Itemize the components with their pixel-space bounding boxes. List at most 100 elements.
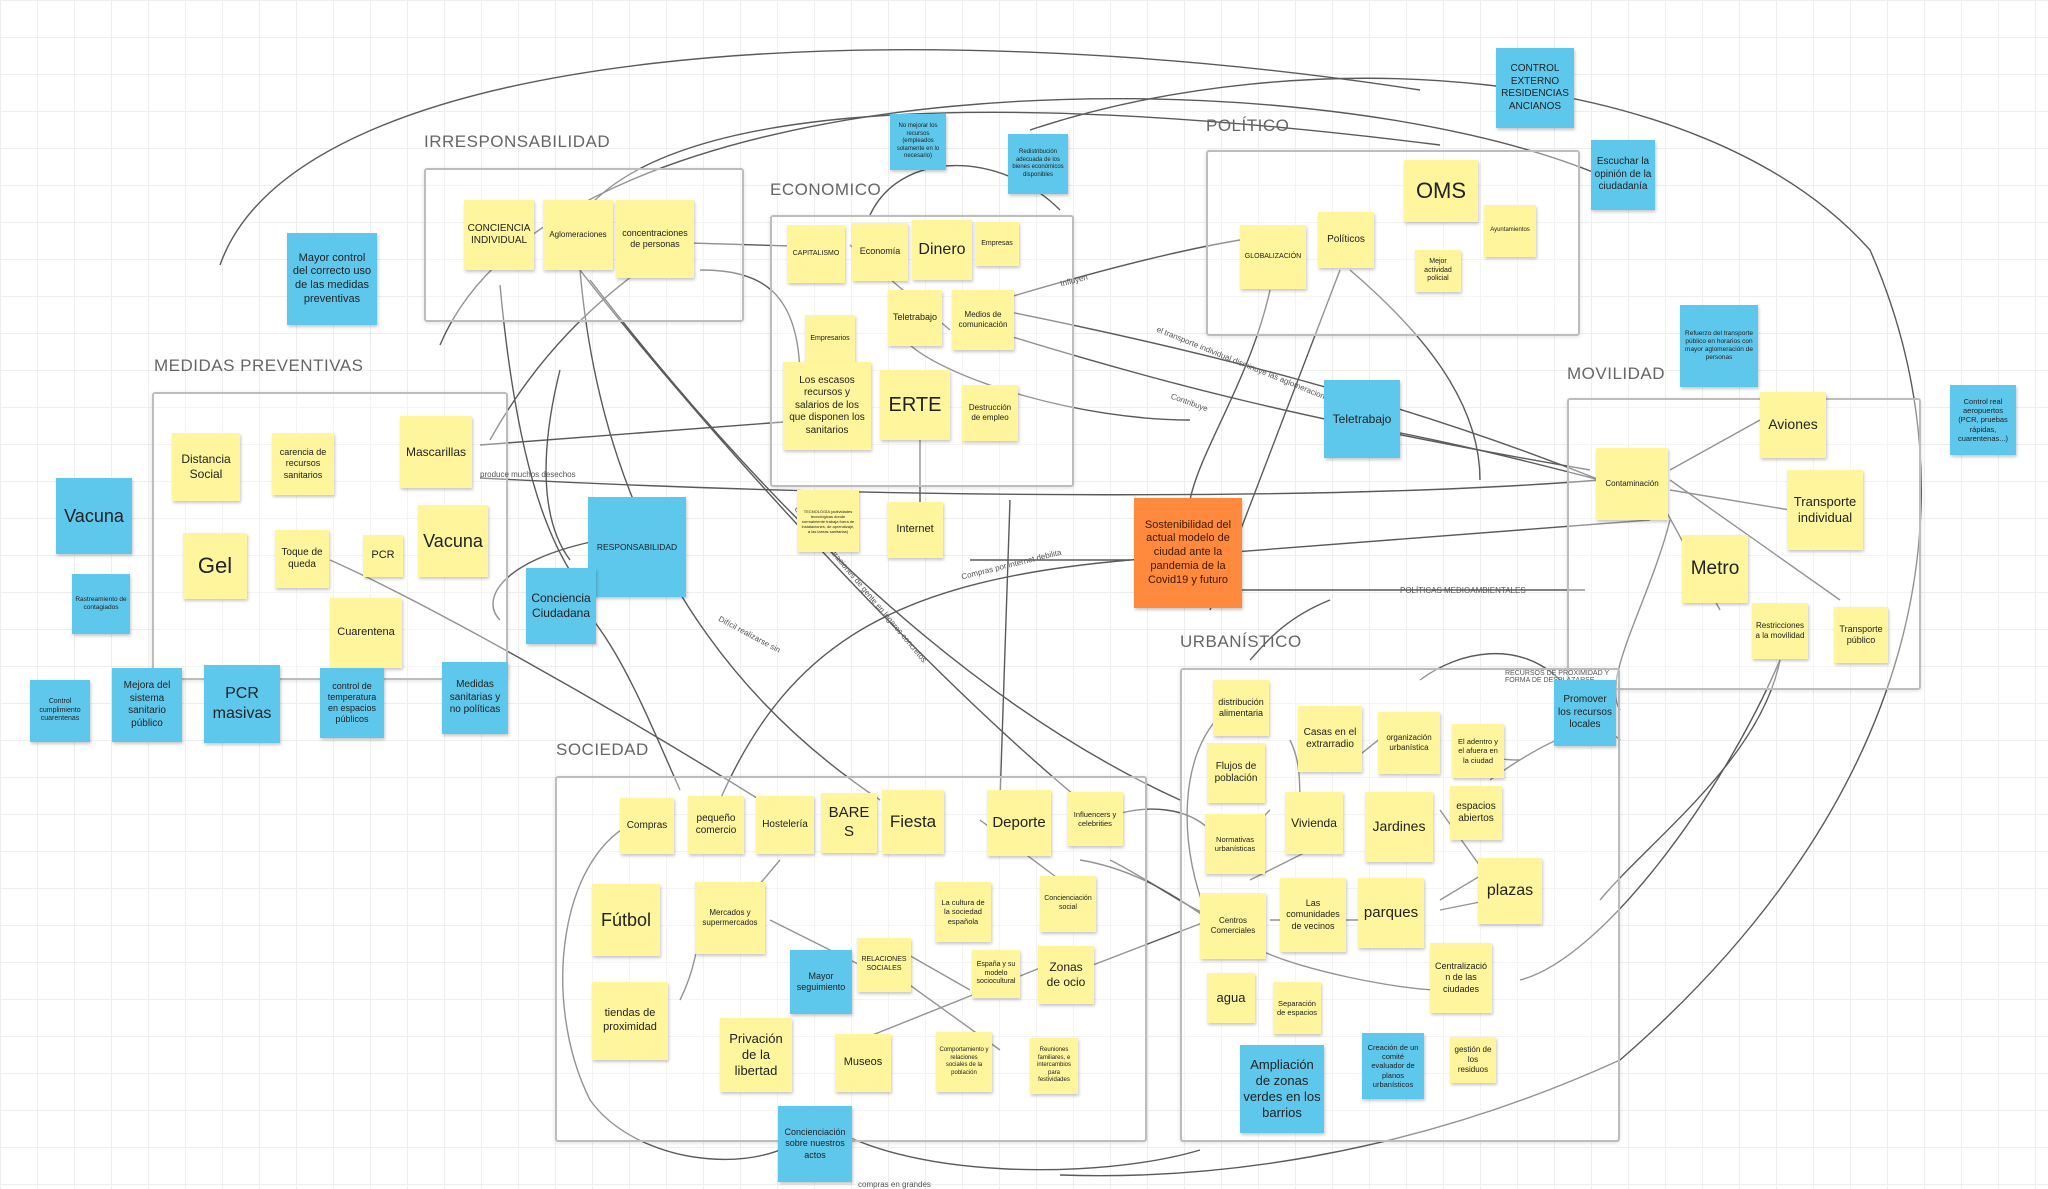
note-espana-modelo[interactable]: España y su modelo sociocultural (972, 950, 1020, 998)
note-futbol[interactable]: Fútbol (592, 884, 660, 956)
note-cuarentena[interactable]: Cuarentena (330, 598, 402, 668)
note-mejora-sistema[interactable]: Mejora del sistema sanitario público (112, 668, 182, 742)
note-carencia-recursos[interactable]: carencia de recursos sanitarios (272, 433, 334, 495)
note-pequeno-comercio[interactable]: pequeño comercio (688, 796, 744, 854)
note-influencers[interactable]: Influencers y celebrities (1067, 792, 1123, 846)
note-ampliacion-zonas-verdes[interactable]: Ampliación de zonas verdes en los barrio… (1240, 1045, 1324, 1133)
note-reuniones-familiares[interactable]: Reuniones familiares, e intercambios par… (1030, 1038, 1078, 1094)
note-casas-extrarradio[interactable]: Casas en el extrarradio (1298, 706, 1362, 772)
note-deporte[interactable]: Deporte (987, 790, 1051, 856)
note-fiesta[interactable]: Fiesta (882, 790, 944, 854)
note-medios-comunicacion[interactable]: Medios de comunicación (952, 290, 1014, 350)
note-relaciones-sociales[interactable]: RELACIONES SOCIALES (857, 938, 911, 992)
note-hosteleria[interactable]: Hostelería (756, 796, 814, 854)
note-control-temperatura[interactable]: control de temperatura en espacios públi… (320, 668, 384, 738)
note-sostenibilidad[interactable]: Sostenibilidad del actual modelo de ciud… (1134, 498, 1242, 608)
note-destruccion-empleo[interactable]: Destrucción de empleo (962, 385, 1018, 441)
note-museos[interactable]: Museos (835, 1034, 891, 1092)
note-refuerzo-transporte[interactable]: Refuerzo del transporte público en horar… (1680, 305, 1758, 387)
label-recursos-proximidad: RECURSOS DE PROXIMIDAD Y FORMA DE DESPLA… (1505, 670, 1609, 684)
frame-title-urbanistico: URBANÍSTICO (1180, 632, 1302, 651)
note-medidas-sanitarias[interactable]: Medidas sanitarias y no políticas (442, 662, 508, 734)
frame-title-irresponsabilidad: IRRESPONSABILIDAD (424, 132, 611, 151)
note-ayuntamientos[interactable]: Ayuntamientos (1484, 205, 1536, 257)
note-gestion-residuos[interactable]: gestión de los residuos (1450, 1037, 1496, 1083)
note-agua[interactable]: agua (1207, 973, 1255, 1023)
note-concentraciones-personas[interactable]: concentraciones de personas (616, 200, 694, 278)
note-dinero[interactable]: Dinero (912, 220, 972, 280)
note-oms[interactable]: OMS (1404, 160, 1478, 222)
note-conciencia-individual[interactable]: CONCIENCIA INDIVIDUAL (464, 200, 534, 270)
note-mayor-seguimiento[interactable]: Mayor seguimiento (790, 950, 852, 1014)
note-rastreamiento[interactable]: Rastreamiento de contagiados (72, 574, 130, 634)
note-mercados[interactable]: Mercados y supermercados (695, 882, 765, 954)
note-espacios-abiertos[interactable]: espacios abiertos (1450, 786, 1502, 840)
note-concienciacion-actos[interactable]: Concienciación sobre nuestros actos (778, 1106, 852, 1182)
note-compras[interactable]: Compras (620, 798, 674, 854)
note-teletrabajo-eco[interactable]: Teletrabajo (888, 290, 942, 346)
note-bares[interactable]: BARES (821, 793, 877, 853)
note-comportamiento[interactable]: Comportamiento y relaciones sociales de … (936, 1032, 992, 1092)
note-pcr-masivas[interactable]: PCR masivas (204, 665, 280, 743)
note-gel[interactable]: Gel (183, 533, 247, 599)
note-normativas-urbanisticas[interactable]: Normativas urbanísticas (1205, 814, 1265, 874)
note-flujos-poblacion[interactable]: Flujos de población (1207, 743, 1265, 803)
note-parques[interactable]: parques (1358, 878, 1424, 948)
note-conciencia-ciudadana[interactable]: Conciencia Ciudadana (526, 568, 596, 644)
note-vacuna-medidas[interactable]: Vacuna (418, 505, 488, 577)
note-separacion-espacios[interactable]: Separación de espacios (1273, 982, 1321, 1034)
note-metro[interactable]: Metro (1682, 535, 1748, 603)
note-mayor-control-medidas[interactable]: Mayor control del correcto uso de las me… (287, 233, 377, 325)
note-control-residencias[interactable]: CONTROL EXTERNO RESIDENCIAS ANCIANOS (1496, 48, 1574, 128)
note-escasos-recursos[interactable]: Los escasos recursos y salarios de los q… (783, 362, 871, 450)
note-vacuna-ext[interactable]: Vacuna (56, 478, 132, 554)
note-politicos[interactable]: Políticos (1318, 212, 1374, 268)
note-control-aeropuertos[interactable]: Control real aeropuertos (PCR, pruebas r… (1950, 385, 2016, 455)
note-toque-queda[interactable]: Toque de queda (275, 530, 329, 588)
note-cultura-sociedad[interactable]: La cultura de la sociedad española (935, 882, 991, 942)
frame-title-politico: POLÍTICO (1206, 116, 1290, 135)
note-tecnologia[interactable]: TECNOLOGÍA (actividades tecnológicas don… (797, 490, 859, 552)
note-transporte-publico[interactable]: Transporte público (1834, 607, 1888, 663)
note-erte[interactable]: ERTE (880, 370, 950, 440)
note-escuchar-ciudadania[interactable]: Escuchar la opinión de la ciudadanía (1591, 140, 1655, 210)
note-centros-comerciales[interactable]: Centros Comerciales (1200, 893, 1266, 959)
note-concienciacion-social[interactable]: Concienciación social (1040, 876, 1096, 932)
note-internet[interactable]: Internet (887, 502, 943, 558)
note-organizacion-urbanistica[interactable]: organización urbanística (1378, 712, 1440, 774)
note-tiendas-proximidad[interactable]: tiendas de proximidad (592, 982, 668, 1060)
note-empresas[interactable]: Empresas (975, 222, 1019, 266)
note-control-cuarentenas[interactable]: Control cumplimiento cuarentenas (30, 680, 90, 742)
note-teletrabajo[interactable]: Teletrabajo (1324, 380, 1400, 458)
note-globalizacion[interactable]: GLOBALIZACIÓN (1240, 225, 1306, 289)
frame-title-sociedad: SOCIEDAD (556, 740, 649, 759)
note-mejor-actividad-policial[interactable]: Mejor actividad policial (1415, 250, 1461, 292)
note-contaminacion[interactable]: Contaminación (1596, 448, 1668, 520)
note-vivienda[interactable]: Vivienda (1285, 792, 1343, 854)
note-zonas-ocio[interactable]: Zonas de ocio (1038, 946, 1094, 1004)
note-centralizacion[interactable]: Centralización de las ciudades (1430, 943, 1492, 1013)
note-jardines[interactable]: Jardines (1365, 792, 1433, 862)
note-mascarillas[interactable]: Mascarillas (400, 416, 472, 488)
note-transporte-individual[interactable]: Transporte individual (1787, 470, 1863, 550)
note-pcr[interactable]: PCR (363, 535, 403, 577)
note-comunidades-vecinos[interactable]: Las comunidades de vecinos (1280, 878, 1346, 952)
note-adentro-afuera[interactable]: El adentro y el afuera en la ciudad (1452, 724, 1504, 778)
note-aviones[interactable]: Aviones (1760, 392, 1826, 458)
note-no-mejorar-recursos[interactable]: No mejorar los recursos (empleados solam… (890, 114, 946, 170)
note-distancia-social[interactable]: Distancia Social (172, 433, 240, 501)
note-plazas[interactable]: plazas (1478, 858, 1542, 924)
note-restricciones-movilidad[interactable]: Restricciones a la movilidad (1752, 603, 1808, 659)
note-responsabilidad[interactable]: RESPONSABILIDAD (588, 497, 686, 597)
note-creacion-comite[interactable]: Creación de un comité evaluador de plano… (1362, 1033, 1424, 1099)
note-distribucion-alimentaria[interactable]: distribución alimentaria (1213, 680, 1269, 736)
note-empresarios[interactable]: Empresarios (805, 315, 855, 363)
note-privacion-libertad[interactable]: Privación de la libertad (720, 1018, 792, 1092)
note-economia[interactable]: Economía (852, 223, 908, 281)
note-promover-recursos[interactable]: Promover los recursos locales (1554, 680, 1616, 746)
note-capitalismo[interactable]: CAPITALISMO (787, 225, 845, 283)
label-politicas-medioambientales: POLÍTICAS MEDIOAMBIENTALES (1400, 586, 1526, 595)
note-redistribucion-bienes[interactable]: Redistribución adecuada de los bienes ec… (1008, 134, 1068, 194)
note-aglomeraciones[interactable]: Aglomeraciones (543, 200, 613, 270)
